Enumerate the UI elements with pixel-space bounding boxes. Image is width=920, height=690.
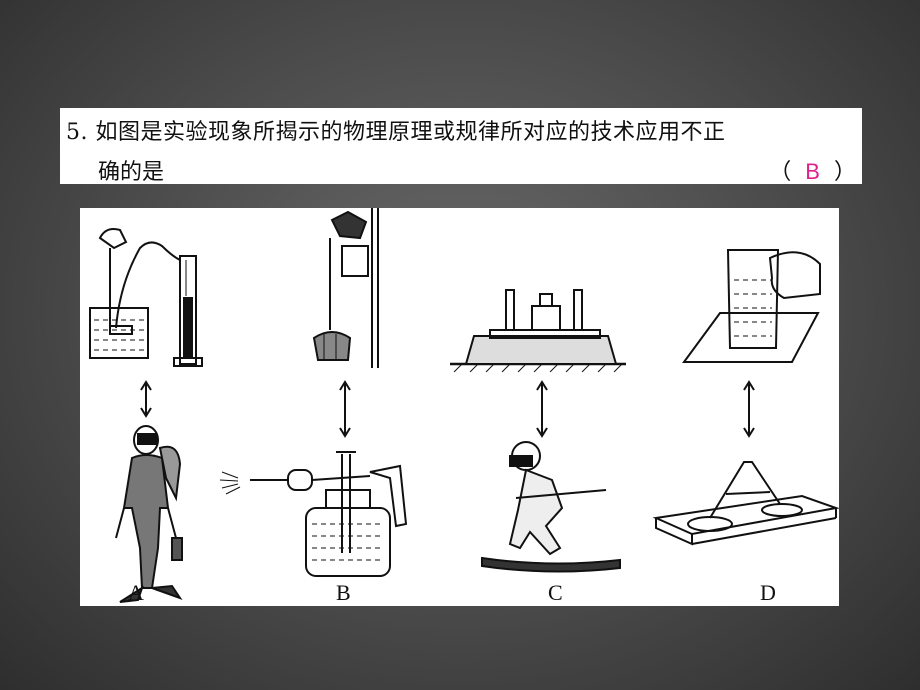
hand-a [98, 228, 128, 250]
figure-drawing: A B C D [89, 208, 839, 605]
panel-d-experiment [682, 249, 821, 363]
gauge-tube [179, 255, 197, 365]
can-b [341, 245, 369, 277]
paren-close: ） [833, 160, 856, 185]
skier [481, 441, 621, 573]
gauge-base [173, 357, 203, 367]
question-line-1: 5. 如图是实验现象所揭示的物理原理或规律所对应的技术应用不正 [66, 114, 726, 146]
level-gauge [652, 461, 839, 546]
label-d: D [760, 580, 776, 605]
answer-letter: B [805, 159, 820, 184]
diver [115, 425, 183, 603]
paren-open: （ [769, 160, 792, 185]
bottle-b [312, 331, 352, 361]
question-text-1: 如图是实验现象所揭示的物理原理或规律所对应的技术应用不正 [95, 120, 726, 145]
label-c: C [548, 580, 563, 605]
label-a: A [128, 580, 144, 605]
answer-bracket: （ B ） [769, 154, 856, 186]
panel-c-experiment [450, 289, 626, 373]
sprayer [219, 451, 408, 577]
label-b: B [336, 580, 351, 605]
question-box: 5. 如图是实验现象所揭示的物理原理或规律所对应的技术应用不正 确的是 （ B ） [60, 108, 862, 186]
question-line-2: 确的是 [98, 160, 165, 185]
panel-b-experiment [312, 208, 379, 368]
question-number: 5. [66, 120, 88, 145]
panel-a-experiment [89, 228, 203, 367]
figure-panel: A B C D [80, 208, 839, 606]
